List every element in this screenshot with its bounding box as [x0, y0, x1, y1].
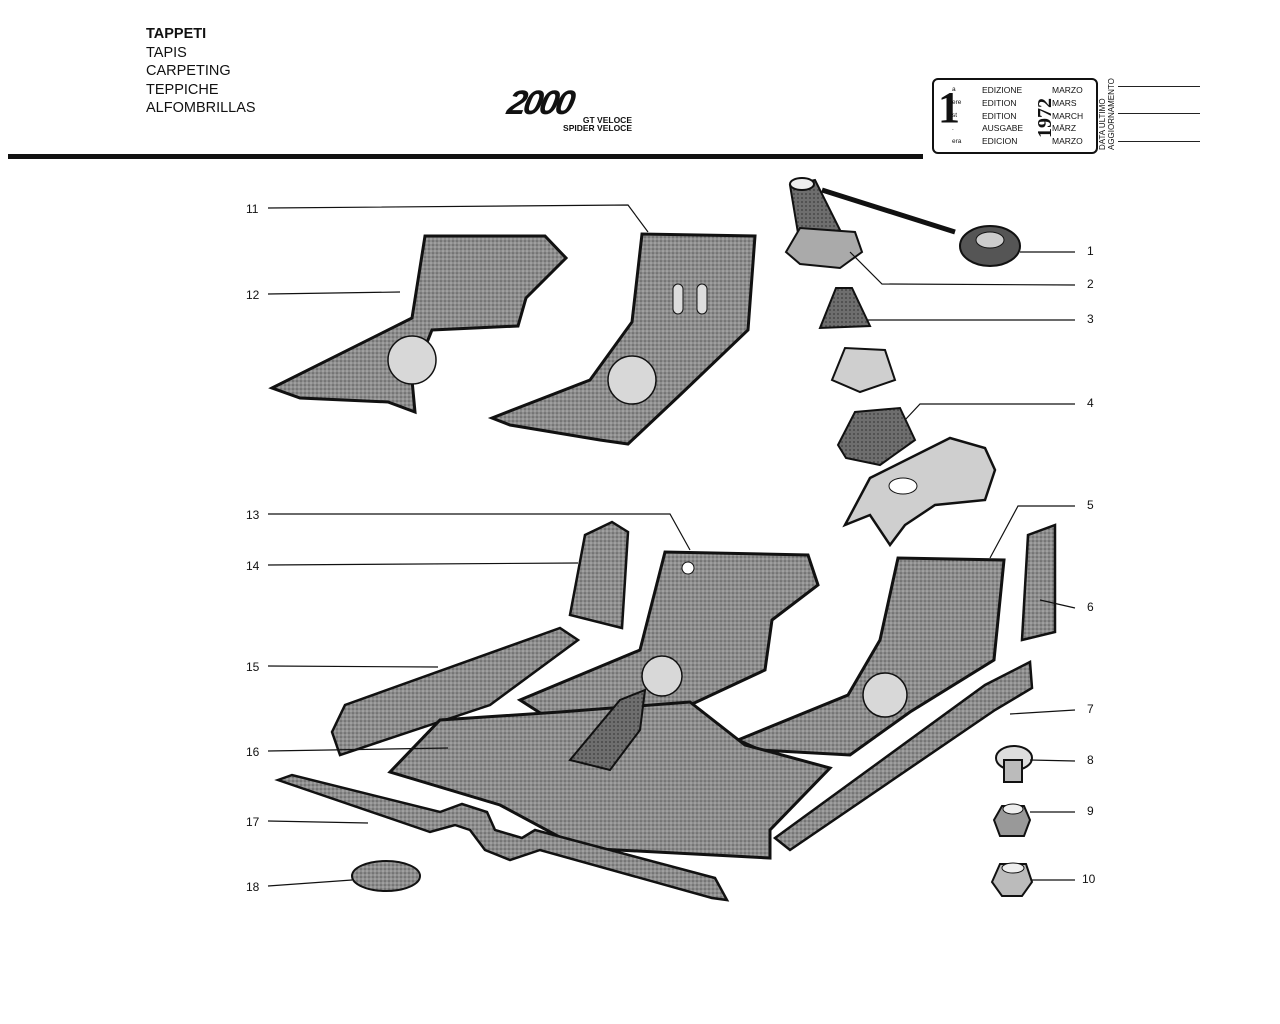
leader-line-15 — [267, 665, 439, 668]
emblem — [387, 335, 437, 385]
emblem — [862, 672, 908, 718]
fastener-9 — [992, 805, 1032, 837]
edition-label: EDIZIONE — [982, 85, 1023, 95]
edition-month: MÄRZ — [1052, 123, 1077, 134]
callout-18: 18 — [246, 880, 260, 894]
callout-6: 6 — [1087, 600, 1094, 614]
fastener-8-stem — [1003, 759, 1023, 783]
leader-line-4 — [904, 403, 1075, 421]
callout-11: 11 — [246, 202, 259, 216]
leader-line-7 — [1009, 709, 1076, 715]
edition-ordinal: st — [952, 112, 958, 119]
edition-label: EDITION — [982, 97, 1017, 108]
fastener-10-top — [1001, 862, 1025, 874]
sill-front — [274, 773, 730, 902]
callout-9: 9 — [1087, 804, 1094, 818]
leader-line-2 — [849, 251, 1076, 286]
leader-line-11 — [267, 204, 649, 233]
title-french: TAPIS — [146, 44, 187, 61]
title-english: CARPETING — [146, 63, 231, 79]
callout-10: 10 — [1082, 872, 1096, 886]
callout-5: 5 — [1087, 498, 1094, 512]
bezel-plate — [830, 346, 897, 394]
callout-15: 15 — [246, 660, 260, 674]
small-boot — [818, 287, 872, 330]
edition-label: EDITION — [982, 110, 1017, 121]
callout-2: 2 — [1087, 277, 1094, 291]
callout-1: 1 — [1087, 244, 1094, 258]
boot-bezel — [784, 226, 864, 270]
leader-line-18 — [267, 879, 353, 887]
sill-left — [330, 626, 581, 757]
edition-months: MARZO MARS MARCH MÄRZ MARZO — [1052, 84, 1083, 148]
tunnel-hole — [888, 477, 918, 495]
leader-line-5 — [989, 505, 1075, 559]
emblem — [607, 355, 657, 405]
edition-ordinal: . — [952, 125, 954, 132]
edition-month: MARZO — [1052, 136, 1083, 147]
fastener-10 — [990, 863, 1034, 897]
callout-8: 8 — [1087, 753, 1094, 767]
tunnel-cover — [842, 436, 997, 548]
edition-label: AUSGABE — [982, 123, 1024, 134]
model-logo: 2000 GT VELOCE SPIDER VELOCE — [504, 84, 632, 132]
callout-14: 14 — [246, 559, 260, 573]
fastener-9-top — [1002, 803, 1024, 815]
update-line — [1118, 141, 1200, 142]
model-lines: GT VELOCE SPIDER VELOCE — [552, 115, 632, 133]
leader-line-12 — [267, 291, 401, 295]
callout-7: 7 — [1087, 702, 1094, 716]
leader-line-17 — [267, 820, 369, 824]
callout-3: 3 — [1087, 312, 1094, 326]
leader-line-13 — [268, 513, 691, 551]
title-german: TEPPICHE — [146, 81, 219, 98]
callout-13: 13 — [246, 508, 260, 522]
title-spanish: ALFOMBRILLAS — [146, 100, 256, 116]
mat-hole — [681, 561, 695, 575]
model-line-spider: SPIDER VELOCE — [563, 123, 632, 133]
model-line-gt: GT VELOCE — [582, 115, 632, 125]
update-line — [1118, 86, 1200, 87]
page-titles: TAPPETI TAPIS CARPETING TEPPICHE ALFOMBR… — [146, 25, 256, 118]
callout-16: 16 — [246, 745, 260, 759]
callout-17: 17 — [246, 815, 260, 829]
gear-tunnel-boot — [568, 688, 647, 772]
leader-line-16 — [267, 747, 449, 752]
edition-month: MARZO — [1052, 85, 1083, 95]
emblem — [641, 655, 683, 697]
edition-labels: EDIZIONE EDITION EDITION AUSGABE EDICION — [982, 84, 1023, 148]
grommet-hole — [975, 231, 1005, 249]
header-rule — [8, 154, 923, 159]
edition-box: 1 a ere st . era EDIZIONE EDITION EDITIO… — [932, 78, 1098, 154]
side-panel-left — [568, 520, 630, 630]
sill-right — [772, 660, 1034, 852]
leader-line-8 — [1029, 759, 1076, 762]
callout-12: 12 — [246, 288, 260, 302]
update-line — [1118, 113, 1200, 114]
arrow — [821, 187, 956, 235]
leader-line-6 — [1039, 599, 1076, 609]
leader-line-14 — [267, 562, 579, 566]
title-italian: TAPPETI — [146, 26, 207, 42]
cap — [351, 860, 421, 892]
flanged-boot — [836, 406, 917, 467]
mat-slot — [696, 283, 708, 315]
edition-number: 1 — [938, 83, 960, 132]
edition-ordinal: a — [952, 86, 956, 93]
front-mat-right — [487, 232, 757, 446]
front-mat-left — [268, 234, 569, 415]
mat-slot — [672, 283, 684, 315]
side-panel-right — [1020, 523, 1057, 642]
boot-top — [789, 177, 815, 191]
edition-month: MARS — [1052, 97, 1077, 108]
edition-month: MARCH — [1052, 110, 1084, 121]
rear-mat-right — [734, 556, 1006, 757]
callout-4: 4 — [1087, 396, 1094, 410]
edition-label: EDICION — [982, 136, 1018, 147]
edition-ordinal: ere — [952, 99, 962, 106]
edition-ordinal: era — [952, 138, 962, 145]
